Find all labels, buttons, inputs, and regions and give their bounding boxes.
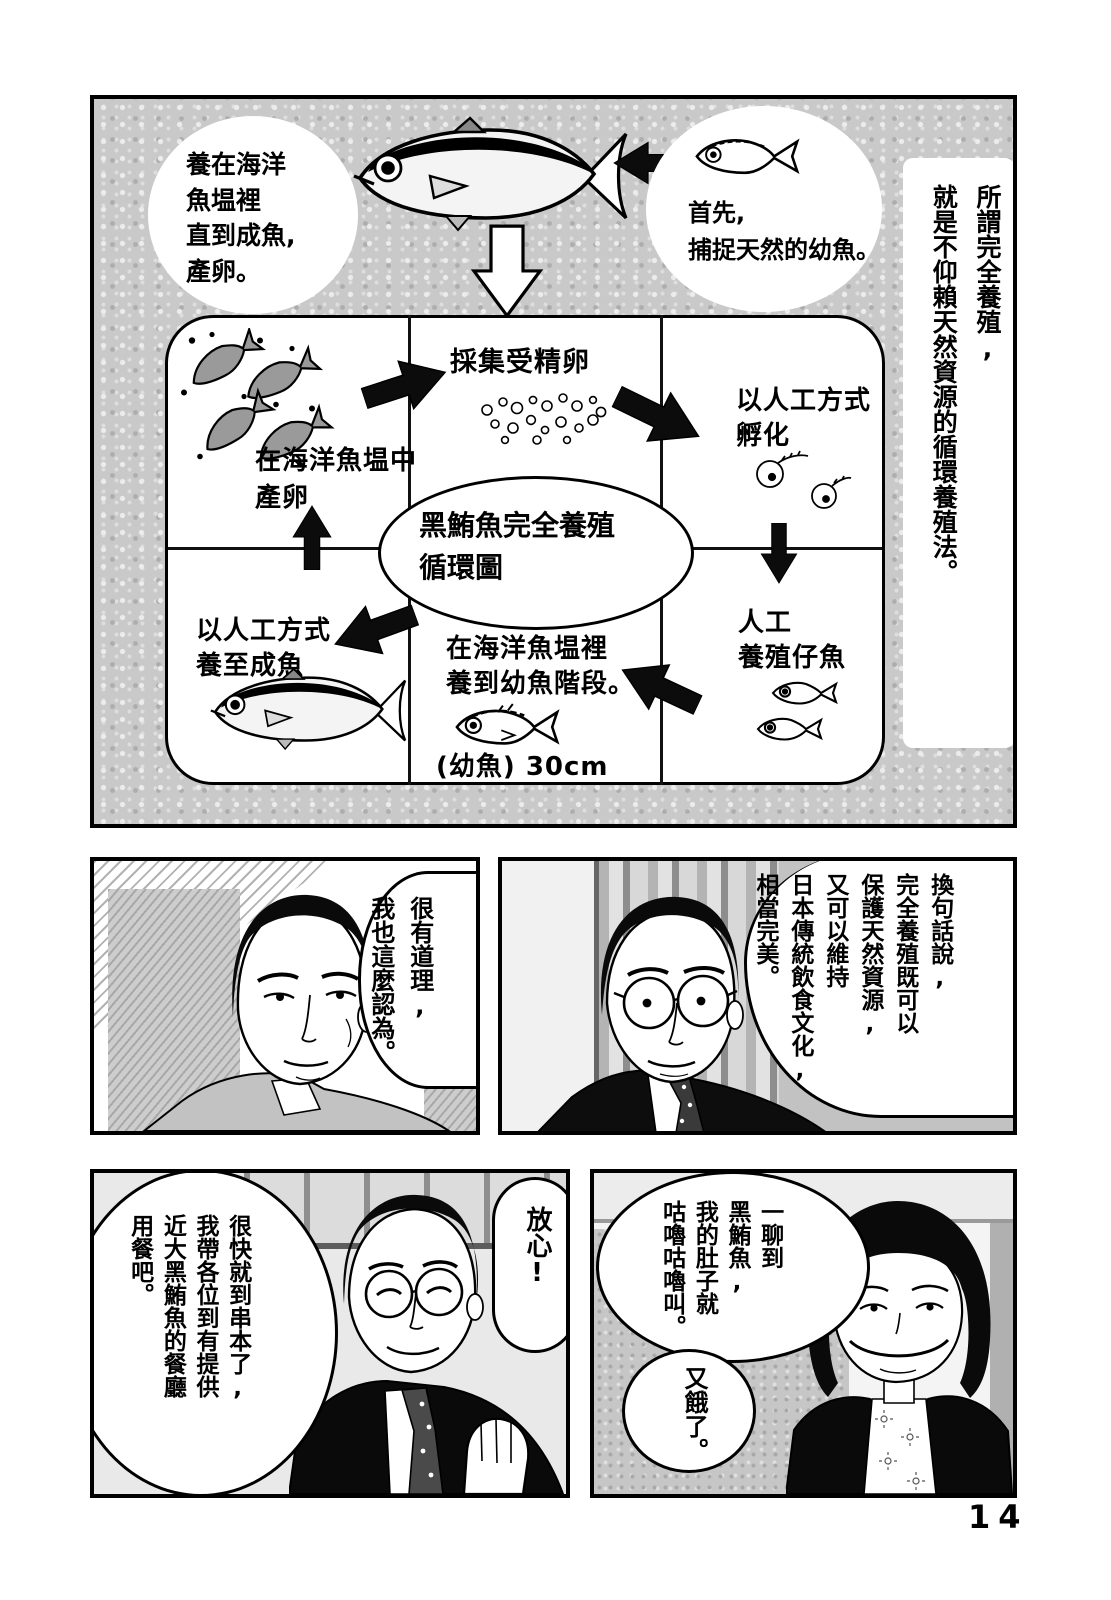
spawn-label-line2: 產卵 (255, 483, 310, 513)
speech-explain-col2: 完全養殖既可以 (891, 873, 918, 1034)
arrow-juvenile-to-adult-icon (334, 604, 420, 655)
panel-cycle-diagram: 養在海洋 魚塭裡 直到成魚, 產卵。 首先, 捕捉天然的幼魚。 所謂完全養殖, … (90, 95, 1017, 828)
fry-fish-illustration (756, 681, 838, 741)
wild-fry-illustration (695, 138, 800, 175)
speech-bubble-relax: 放心! (492, 1177, 566, 1353)
narration-col2: 就是不仰賴天然資源的循環養殖法。 (929, 184, 959, 584)
speech-invite-col2: 我帶各位到有提供 (191, 1214, 218, 1398)
juvenile-caption: (幼魚) 30cm (436, 752, 609, 782)
arrow-collect-to-hatch-icon (610, 385, 700, 442)
bubble-raise-line2: 魚塭裡 (186, 185, 262, 215)
speech-tuna-col2: 黑鮪魚, (723, 1200, 750, 1295)
adult-tuna-illustration (353, 116, 628, 232)
bubble-first-cloud (646, 106, 882, 312)
bubble-raise-text: 養在海洋 魚塭裡 直到成魚, 產卵。 (186, 147, 296, 289)
speech-explain-col5: 日本傳統飲食文化, (786, 873, 813, 1083)
man-explaining-illustration (537, 896, 826, 1131)
arrow-hatch-to-fry-icon (760, 523, 798, 584)
man-inviting-illustration (289, 1194, 565, 1494)
speech-bubble-explain: 換句話說, 完全養殖既可以 保護天然資源, 又可以維持 日本傳統飲食文化, 相當… (744, 861, 1013, 1118)
spawning-fish-illustration (181, 328, 335, 468)
juvenile-label-line2: 養到幼魚階段。 (446, 669, 636, 699)
speech-invite-col1: 很快就到串本了, (224, 1214, 251, 1401)
bubble-raise-line1: 養在海洋 (186, 150, 287, 179)
arrow-down-white-icon (470, 224, 544, 319)
arrow-adult-to-spawn-icon (292, 505, 332, 570)
speech-explain-col1: 換句話說, (926, 873, 953, 991)
adult-tuna-cell-illustration (210, 667, 407, 751)
speech-bubble-tuna-talk: 一聊到 黑鮪魚, 我的肚子就 咕嚕咕嚕叫。 (596, 1173, 870, 1363)
bubble-first-text: 首先, 捕捉天然的幼魚。 (688, 195, 880, 269)
panel-man-explaining: 換句話說, 完全養殖既可以 保護天然資源, 又可以維持 日本傳統飲食文化, 相當… (498, 857, 1017, 1135)
speech-bubble-agree: 很有道理, 我也這麼認為。 (358, 871, 476, 1089)
spawn-label-line1: 在海洋魚塭中 (255, 446, 418, 476)
diagram-title-line2: 循環圖 (419, 551, 504, 584)
panel-man-inviting: 很快就到串本了, 我帶各位到有提供 近大黑鮪魚的餐廳 用餐吧。 放心! (90, 1169, 570, 1498)
page-number: 14 (968, 1498, 1029, 1536)
speech-tuna-col3: 我的肚子就 (691, 1200, 718, 1315)
diagram-title-oval: 黑鮪魚完全養殖 循環圖 (378, 476, 694, 630)
speech-tuna-col4: 咕嚕咕嚕叫。 (658, 1200, 685, 1338)
speech-bubble-hungry: 又餓了。 (622, 1349, 756, 1473)
arrow-fry-to-juvenile-icon (621, 664, 704, 716)
diagram-title-line1: 黑鮪魚完全養殖 (419, 509, 616, 542)
panel-man-agreeing: 很有道理, 我也這麼認為。 (90, 857, 480, 1135)
arrow-spawn-to-collect-icon (360, 360, 447, 411)
hatch-label-line2: 孵化 (736, 421, 791, 451)
speech-relax-text: 放心! (522, 1206, 552, 1288)
collect-label: 採集受精卵 (450, 347, 590, 378)
speech-agree-col2: 我也這麼認為。 (366, 896, 395, 1064)
speech-explain-col4: 又可以維持 (821, 873, 848, 988)
bubble-first-line1: 首先, (688, 199, 746, 227)
speech-bubble-invite: 很快就到串本了, 我帶各位到有提供 近大黑鮪魚的餐廳 用餐吧。 (94, 1173, 338, 1494)
bubble-raise-cloud (148, 116, 358, 314)
man-agreeing-illustration (142, 894, 451, 1131)
speech-hungry-text: 又餓了。 (680, 1366, 708, 1462)
adult-label-line1: 以人工方式 (196, 616, 332, 646)
speech-invite-col4: 用餐吧。 (126, 1214, 153, 1306)
window-frame (502, 861, 599, 1131)
speech-explain-col3: 保護天然資源, (856, 873, 883, 1037)
juvenile-label-line1: 在海洋魚塭裡 (446, 634, 609, 664)
speech-tuna-col1: 一聊到 (756, 1200, 783, 1269)
hatchling-larvae-illustration (756, 450, 852, 509)
panel-woman-hungry: 一聊到 黑鮪魚, 我的肚子就 咕嚕咕嚕叫。 又餓了。 (590, 1169, 1017, 1498)
juvenile-fish-illustration (455, 703, 560, 745)
woman-hungry-illustration (786, 1201, 1013, 1494)
bubble-first-line2: 捕捉天然的幼魚。 (688, 236, 880, 265)
fry-label-line1: 人工 (738, 608, 793, 638)
hatch-label-line1: 以人工方式 (736, 386, 872, 416)
fertilized-eggs-illustration (481, 393, 607, 445)
fry-label-line2: 養殖仔魚 (738, 643, 847, 673)
bubble-raise-line3: 直到成魚, (186, 221, 296, 250)
narration-box: 所謂完全養殖, 就是不仰賴天然資源的循環養殖法。 (903, 158, 1013, 748)
speech-explain-col6: 相當完美。 (751, 873, 778, 988)
narration-col1: 所謂完全養殖, (973, 184, 1002, 363)
bubble-raise-line4: 產卵。 (186, 256, 262, 286)
speech-agree-col1: 很有道理, (405, 896, 434, 1020)
speech-invite-col3: 近大黑鮪魚的餐廳 (159, 1214, 186, 1398)
